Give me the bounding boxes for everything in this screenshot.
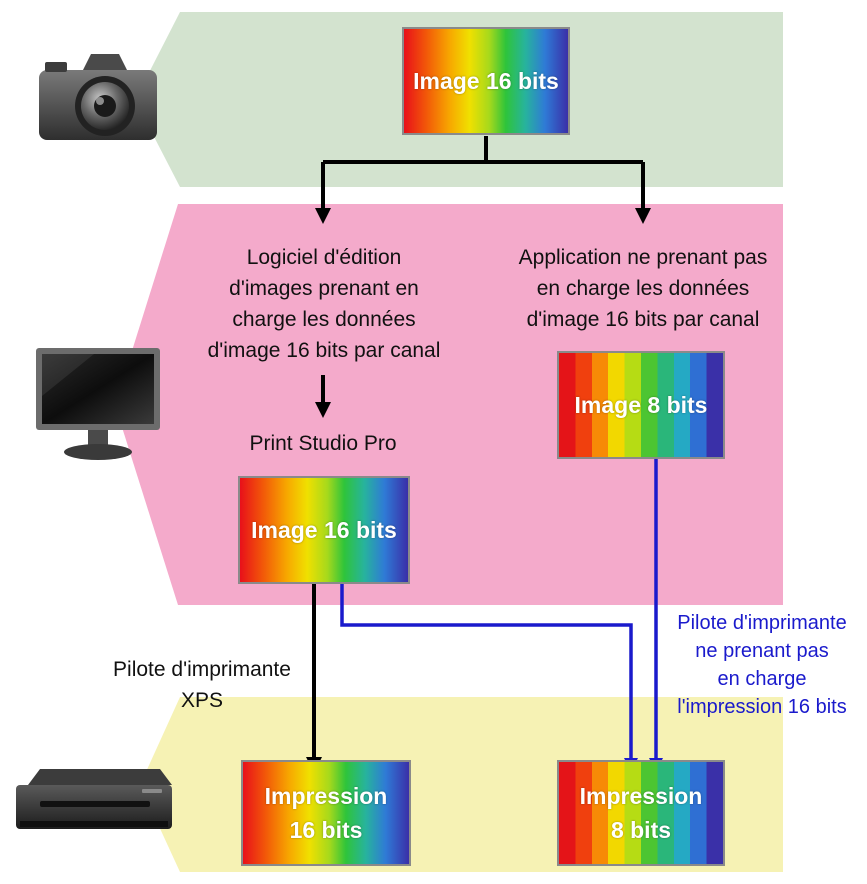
label-non16bit-driver: Pilote d'imprimante ne prenant pas en ch… (677, 612, 847, 718)
label-xps-driver: Pilote d'imprimante XPS (113, 658, 291, 712)
source-image-label: Image 16 bits (413, 68, 559, 94)
label-16bit-editing-software: Logiciel d'édition d'images prenant en c… (207, 246, 441, 362)
image-8bits: Image 8 bits (557, 351, 725, 459)
printer-icon (16, 769, 172, 829)
print-16bits: Impression 16 bits (241, 760, 411, 866)
arrow-16-to-8bit-print (340, 584, 638, 772)
print-8bits-label: Impression 8 bits (579, 783, 703, 843)
print-16bits-label: Impression 16 bits (264, 783, 388, 843)
arrow-top-split (315, 136, 651, 224)
monitor-icon (36, 348, 160, 460)
source-image-16bits: Image 16 bits (402, 27, 570, 135)
camera-icon (39, 54, 157, 140)
label-print-studio-pro: Print Studio Pro (249, 432, 397, 455)
image-8bits-label: Image 8 bits (574, 392, 708, 418)
image-16bits-software-label: Image 16 bits (251, 517, 397, 543)
print-8bits: Impression 8 bits (557, 760, 725, 866)
label-non16bit-application: Application ne prenant pas en charge les… (518, 246, 768, 331)
image-16bits-software: Image 16 bits (238, 476, 410, 584)
